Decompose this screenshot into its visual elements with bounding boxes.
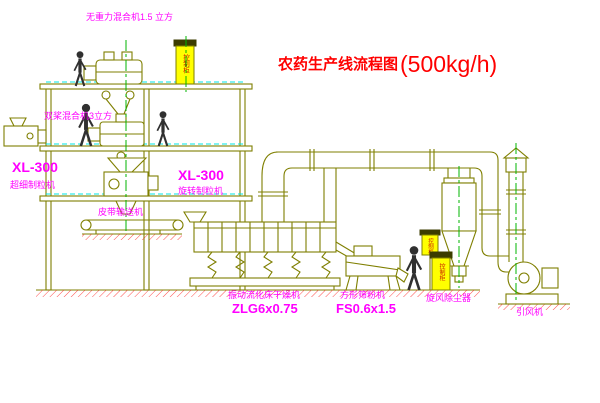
- gravity-mixer-unit: [83, 51, 143, 115]
- worker-figure-ground: [407, 246, 421, 290]
- granulator-left-unit: [3, 117, 47, 147]
- floor-top: [39, 83, 253, 90]
- fan-motor: [541, 267, 559, 289]
- control-cabinet-1: 控制柜: [173, 39, 197, 85]
- worker-figure-mid-floor-2: [155, 109, 171, 148]
- label-cyclone: 旋风除尘器: [426, 292, 471, 303]
- cabinet3-label: 控制柜: [438, 262, 445, 282]
- cabinet1-cap: [173, 39, 197, 47]
- conveyor-roller-left: [80, 219, 92, 231]
- belt-conveyor-unit: [80, 211, 207, 240]
- downcomer-outer: [489, 151, 509, 273]
- left-machine-detail: [26, 132, 34, 140]
- dryer-spring-2: [234, 251, 246, 279]
- exhaust-ducting: [258, 149, 509, 273]
- centerlines: [125, 36, 517, 302]
- dryer-body: [193, 221, 337, 253]
- diagram-capacity: (500kg/h): [400, 51, 497, 77]
- fan-casing: [507, 261, 541, 295]
- dryer-spring-1: [206, 251, 218, 279]
- granulator-hopper: [106, 157, 148, 173]
- label-granulator-center-model: XL-300: [178, 167, 224, 183]
- mixer2-inlet: [115, 113, 127, 123]
- floor-third: [39, 195, 253, 202]
- control-cabinet-2: 控制柜: [419, 229, 441, 290]
- cabinet3-body: [431, 257, 451, 291]
- cabinet1-body: [175, 45, 195, 85]
- paddle-mixer-unit: [87, 113, 145, 165]
- label-sieve-name: 方形筛粉机: [340, 289, 385, 300]
- rotary-valve-2: [125, 90, 135, 100]
- granulator-center-unit: [103, 157, 159, 215]
- label-dryer-name: 振动流化床干燥机: [228, 289, 300, 300]
- cabinet2-label: 控制柜: [427, 237, 434, 256]
- label-granulator-left-model: XL-300: [12, 159, 58, 175]
- diagram-title: 农药生产线流程图: [277, 55, 398, 73]
- dryer-base-frame: [189, 277, 341, 287]
- cabinet3-cap: [429, 251, 453, 259]
- dryer-riser-inner: [283, 167, 293, 222]
- granulator-motor: [147, 175, 159, 191]
- label-granulator-center-name: 旋转制粒机: [178, 185, 223, 196]
- label-gravity-mixer: 无重力混合机1.5 立方: [86, 11, 173, 22]
- left-machine-hopper: [9, 117, 27, 127]
- rotary-valve-1: [101, 90, 111, 100]
- downcomer-inner: [473, 167, 509, 257]
- ground: [36, 289, 570, 310]
- label-fan: 引风机: [516, 306, 543, 317]
- mixer-top-motor: [83, 65, 97, 81]
- dryer-riser-outer: [261, 151, 279, 222]
- mixer-top-inlet-1: [103, 51, 115, 61]
- sieve-inlet-hopper: [353, 245, 373, 257]
- fan-hub: [518, 272, 530, 284]
- ground-hatch-main: [36, 290, 480, 297]
- control-cabinet-3: 控制柜: [429, 251, 453, 291]
- induced-draft-fan-unit: [505, 261, 559, 305]
- cabinet2-cap: [419, 229, 441, 236]
- label-belt-conveyor: 皮带输送机: [98, 206, 143, 217]
- ground-hatch-right: [498, 304, 570, 310]
- floor-mid: [39, 145, 253, 152]
- label-paddle-mixer: 双桨混合机3立方: [44, 110, 112, 121]
- label-granulator-left-name: 超细制粒机: [10, 179, 55, 190]
- square-sieve-unit: [335, 241, 409, 291]
- dryer-feed-funnel: [183, 211, 207, 223]
- dryer-spring-5: [320, 251, 332, 279]
- mixer-top-inlet-2: [121, 51, 133, 61]
- fluid-bed-dryer-unit: [189, 221, 341, 290]
- label-sieve-model: FS0.6x1.5: [336, 301, 396, 316]
- granulator-detail: [108, 178, 120, 190]
- fan-base: [505, 293, 559, 305]
- dryer-spring-3: [262, 251, 274, 279]
- label-dryer-model: ZLG6x0.75: [232, 301, 298, 316]
- dryer-spring-4: [290, 251, 302, 279]
- conveyor-roller-right: [172, 219, 184, 231]
- sieve-discharge-spout: [395, 267, 409, 283]
- left-machine-motor: [37, 129, 47, 144]
- conveyor-platform-hatch: [82, 234, 182, 240]
